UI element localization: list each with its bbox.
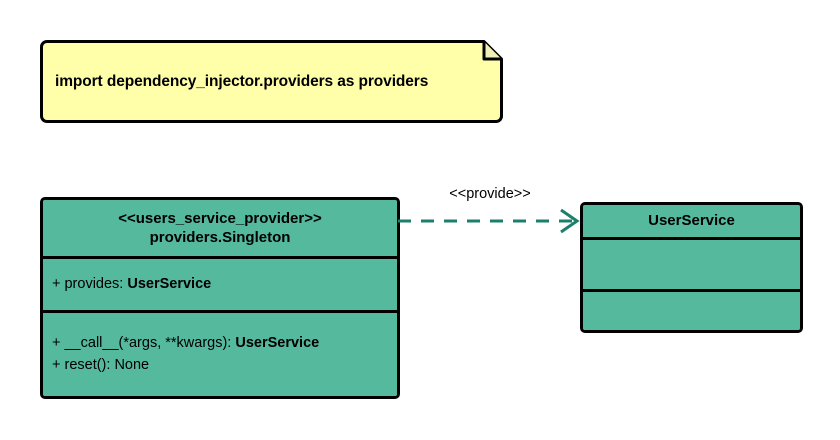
operation-signature: + __call__(*args, **kwargs): <box>52 335 236 352</box>
service-class-name: UserService <box>648 212 735 230</box>
provider-class-header: <<users_service_provider>> providers.Sin… <box>43 200 397 259</box>
service-class-header: UserService <box>583 205 800 240</box>
provider-class-attributes: + provides: UserService <box>43 259 397 313</box>
relationship-provide[interactable]: <<provide>> <box>395 186 585 234</box>
operation-row: + reset(): None <box>52 355 149 376</box>
attribute-label: + provides: <box>52 275 128 292</box>
note-shape-icon <box>40 40 503 123</box>
provider-class-operations: + __call__(*args, **kwargs): UserService… <box>43 313 397 396</box>
provider-class-name: providers.Singleton <box>149 229 291 246</box>
attribute-row: + provides: UserService <box>52 274 211 295</box>
class-box-user-service[interactable]: UserService <box>580 202 803 333</box>
operation-signature: + reset(): None <box>52 356 150 373</box>
dependency-arrow-icon <box>398 208 580 234</box>
operation-row: + __call__(*args, **kwargs): UserService <box>52 333 319 354</box>
provider-class-stereotype: <<users_service_provider>> <box>118 209 322 227</box>
relationship-label: <<provide>> <box>449 186 531 202</box>
class-box-users-service-provider[interactable]: <<users_service_provider>> providers.Sin… <box>40 197 400 399</box>
operation-return-type: UserService <box>235 335 320 352</box>
service-class-attributes <box>583 240 800 292</box>
note-import-statement[interactable]: import dependency_injector.providers as … <box>40 40 503 123</box>
service-class-operations <box>583 292 800 330</box>
note-text: import dependency_injector.providers as … <box>55 72 429 90</box>
attribute-type: UserService <box>127 275 212 292</box>
